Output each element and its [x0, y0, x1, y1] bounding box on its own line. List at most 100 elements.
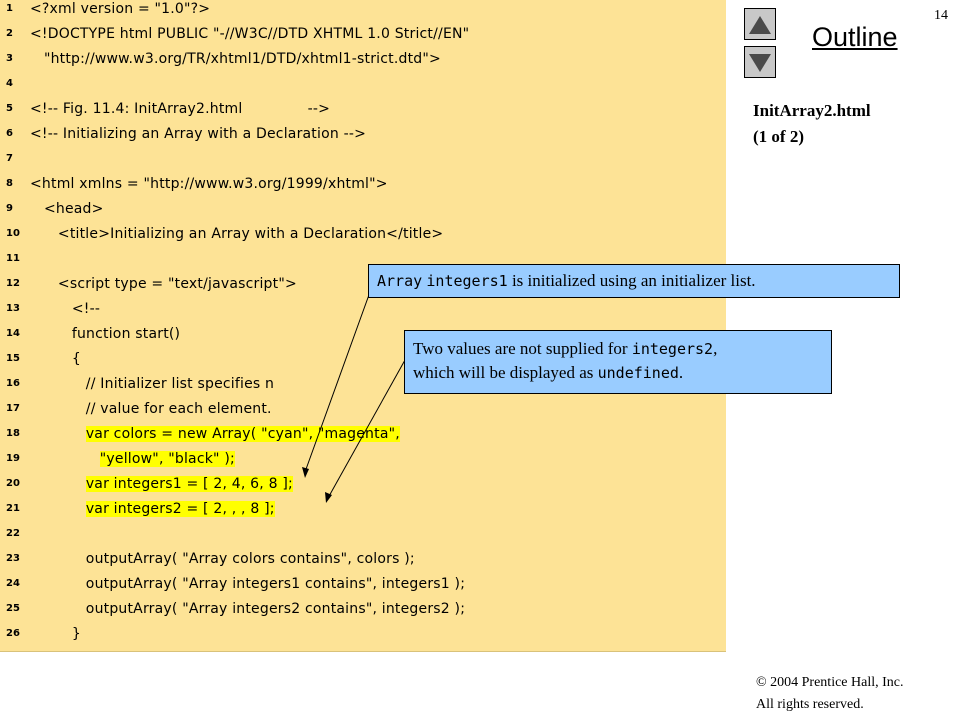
- callout-code-array: Array: [377, 272, 423, 290]
- code-line: 14 function start(): [0, 325, 726, 350]
- code-listing: 1 <?xml version = "1.0"?> 2 <!DOCTYPE html …: [0, 0, 726, 652]
- code-line: 25 outputArray( "Array integers2 contain…: [0, 600, 726, 625]
- line-number: 19: [6, 453, 20, 464]
- code-line: 3 "http://www.w3.org/TR/xhtml1/DTD/xhtml…: [0, 50, 726, 75]
- line-number: 9: [6, 203, 13, 214]
- code-line: 16 // Initializer list specifies n: [0, 375, 726, 400]
- callout-arrowhead-1: [302, 467, 309, 478]
- callout-text-3: which will be displayed as: [413, 363, 598, 382]
- code-line: 11: [0, 250, 726, 275]
- code-line: 1 <?xml version = "1.0"?>: [0, 0, 726, 25]
- code-line: 9 <head>: [0, 200, 726, 225]
- code-text: }: [30, 626, 81, 642]
- code-text: "yellow", "black" );: [30, 451, 235, 467]
- highlighted-code: "yellow", "black" );: [99, 451, 235, 467]
- line-number: 2: [6, 28, 13, 39]
- copyright-line: © 2004 Prentice Hall, Inc.: [756, 675, 904, 690]
- file-name: InitArray2.html: [753, 101, 871, 120]
- code-line: 15 {: [0, 350, 726, 375]
- code-line: 5 <!-- Fig. 11.4: InitArray2.html -->: [0, 100, 726, 125]
- line-number: 25: [6, 603, 20, 614]
- code-line: 17 // value for each element.: [0, 400, 726, 425]
- code-line: 24 outputArray( "Array integers1 contain…: [0, 575, 726, 600]
- code-text: var integers2 = [ 2, , , 8 ];: [30, 501, 275, 517]
- code-line: 22: [0, 525, 726, 550]
- code-text: <!DOCTYPE html PUBLIC "-//W3C//DTD XHTML…: [30, 26, 470, 42]
- code-text: <title>Initializing an Array with a Decl…: [30, 226, 444, 242]
- code-line: 23 outputArray( "Array colors contains",…: [0, 550, 726, 575]
- highlighted-code: var colors = new Array( "cyan", "magenta…: [85, 426, 400, 442]
- line-number: 15: [6, 353, 20, 364]
- line-number: 20: [6, 478, 20, 489]
- code-text: outputArray( "Array colors contains", co…: [30, 551, 415, 567]
- code-line: 2 <!DOCTYPE html PUBLIC "-//W3C//DTD XHTM…: [0, 25, 726, 50]
- next-slide-button[interactable]: [744, 46, 776, 78]
- code-text: outputArray( "Array integers1 contains",…: [30, 576, 466, 592]
- code-line: 13 <!--: [0, 300, 726, 325]
- code-text: // value for each element.: [30, 401, 272, 417]
- rights-line: All rights reserved.: [756, 697, 864, 712]
- code-text: // Initializer list specifies n: [30, 376, 275, 392]
- code-text: <!-- Fig. 11.4: InitArray2.html -->: [30, 101, 331, 117]
- line-number: 12: [6, 278, 20, 289]
- line-number: 6: [6, 128, 13, 139]
- code-text: function start(): [30, 326, 181, 342]
- line-number: 17: [6, 403, 20, 414]
- line-number: 8: [6, 178, 13, 189]
- line-number: 11: [6, 253, 20, 264]
- line-number: 4: [6, 78, 13, 89]
- callout-code-undefined: undefined: [597, 364, 679, 382]
- line-number: 7: [6, 153, 13, 164]
- code-line: 20 var integers1 = [ 2, 4, 6, 8 ];: [0, 475, 726, 500]
- code-line: 26 }: [0, 625, 726, 650]
- code-text: var integers1 = [ 2, 4, 6, 8 ];: [30, 476, 293, 492]
- line-number: 1: [6, 3, 13, 14]
- previous-slide-button[interactable]: [744, 8, 776, 40]
- code-line: 7: [0, 150, 726, 175]
- code-text: <script type = "text/javascript">: [30, 276, 297, 292]
- code-text: {: [30, 351, 81, 367]
- callout-arrow-1: [304, 291, 371, 473]
- callout-arrow-2: [327, 359, 406, 499]
- callout-text-4: .: [678, 363, 684, 382]
- code-text: <!--: [30, 301, 101, 317]
- code-text: <!-- Initializing an Array with a Declar…: [30, 126, 367, 142]
- code-line: 12 <script type = "text/javascript">: [0, 275, 726, 300]
- code-text: "http://www.w3.org/TR/xhtml1/DTD/xhtml1-…: [30, 51, 441, 67]
- outline-link[interactable]: Outline: [812, 22, 898, 52]
- code-text: <head>: [30, 201, 104, 217]
- callout-code-integers1: integers1: [426, 272, 508, 290]
- code-line: 21 var integers2 = [ 2, , , 8 ];: [0, 500, 726, 525]
- callout-arrowhead-2: [325, 492, 332, 503]
- code-line: 10 <title>Initializing an Array with a D…: [0, 225, 726, 250]
- line-number: 16: [6, 378, 20, 389]
- line-number: 18: [6, 428, 20, 439]
- callout-code-integers2: integers2: [631, 340, 714, 358]
- callout-missing-values: Two values are not supplied for integers…: [404, 330, 832, 394]
- copyright-notice: © 2004 Prentice Hall, Inc. All rights re…: [756, 672, 904, 716]
- callout-text-2: ,: [713, 339, 718, 358]
- code-text: <?xml version = "1.0"?>: [30, 1, 211, 17]
- line-number: 14: [6, 328, 20, 339]
- code-text: var colors = new Array( "cyan", "magenta…: [30, 426, 400, 442]
- code-line: 18 var colors = new Array( "cyan", "mage…: [0, 425, 726, 450]
- line-number: 13: [6, 303, 20, 314]
- line-number: 22: [6, 528, 20, 539]
- line-number: 10: [6, 228, 20, 239]
- page-number: 14: [934, 8, 948, 23]
- highlighted-code: var integers1 = [ 2, 4, 6, 8 ];: [85, 476, 293, 492]
- file-caption: InitArray2.html (1 of 2): [753, 98, 871, 150]
- callout-text: is initialized using an initializer list…: [507, 271, 756, 290]
- highlighted-code: var integers2 = [ 2, , , 8 ];: [85, 501, 275, 517]
- code-line: 19 "yellow", "black" );: [0, 450, 726, 475]
- code-line: 4: [0, 75, 726, 100]
- line-number: 26: [6, 628, 20, 639]
- code-text: outputArray( "Array integers2 contains",…: [30, 601, 466, 617]
- line-number: 23: [6, 553, 20, 564]
- line-number: 5: [6, 103, 13, 114]
- line-number: 21: [6, 503, 20, 514]
- line-number: 24: [6, 578, 20, 589]
- code-line: 8<html xmlns = "http://www.w3.org/1999/x…: [0, 175, 726, 200]
- callout-text-1: Two values are not supplied for: [413, 339, 632, 358]
